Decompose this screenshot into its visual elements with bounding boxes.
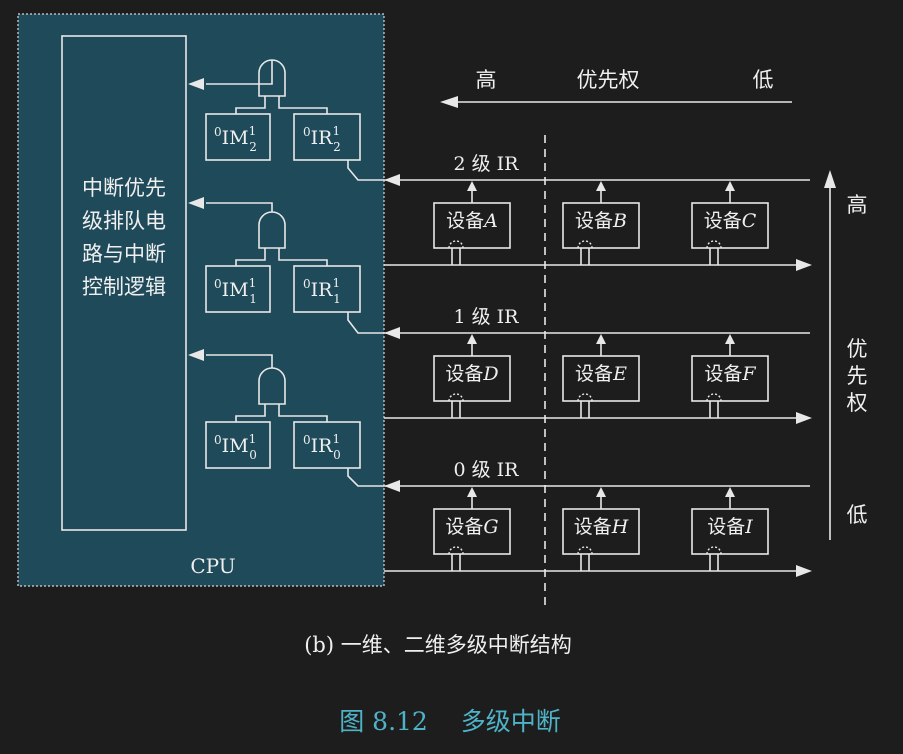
device-request-arrow xyxy=(467,334,477,344)
and-gate-2 xyxy=(258,367,286,405)
ir-bus-arrow-2 xyxy=(384,480,400,492)
gate-output-line-2 xyxy=(206,354,273,368)
and-gate-0 xyxy=(258,59,286,97)
chain-arrow-1 xyxy=(796,412,812,424)
device-label: 设备H xyxy=(574,516,629,538)
gate-output-line-1 xyxy=(206,202,273,212)
ir-bus-arrow-0 xyxy=(384,174,400,186)
im-register-2 xyxy=(205,421,271,469)
figure-caption: 图 8.12 多级中断 xyxy=(339,707,561,736)
priority-side-low: 低 xyxy=(847,503,868,527)
ir-register-0 xyxy=(293,113,361,161)
im-register-0 xyxy=(205,113,271,161)
cpu-region xyxy=(17,13,385,587)
device-label: 设备C xyxy=(704,210,757,232)
gate-input-im-line-1 xyxy=(235,248,266,266)
device-label: 设备E xyxy=(575,363,627,385)
ir-register-bus-link-1 xyxy=(347,312,392,334)
device-request-arrow xyxy=(467,181,477,191)
priority-side-arrowhead xyxy=(824,170,836,188)
subcaption: (b) 一维、二维多级中断结构 xyxy=(304,633,572,657)
logic-line-3: 路与中断 xyxy=(82,242,166,266)
daisy-chain-gate-icon xyxy=(577,240,593,249)
device-request-arrow xyxy=(596,334,606,344)
priority-top-label: 优先权 xyxy=(577,68,640,92)
ir-register-2 xyxy=(293,421,361,469)
device-request-arrow xyxy=(725,487,735,497)
gate-input-im-line-2 xyxy=(235,404,266,422)
daisy-chain-gate-icon xyxy=(448,546,464,555)
priority-side-high: 高 xyxy=(847,193,868,217)
daisy-chain-gate-icon xyxy=(577,393,593,402)
daisy-chain-gate-icon xyxy=(706,240,722,249)
gate-input-ir-line-2 xyxy=(278,404,328,422)
cpu-label: CPU xyxy=(190,554,235,578)
priority-top-low: 低 xyxy=(753,68,774,92)
priority-side-char-1: 优 xyxy=(847,337,868,361)
device-label: 设备B xyxy=(575,210,627,232)
priority-side-char-3: 权 xyxy=(847,391,868,415)
device-request-arrow xyxy=(725,334,735,344)
ir-bus-arrow-1 xyxy=(384,327,400,339)
daisy-chain-gate-icon xyxy=(706,546,722,555)
chain-arrow-0 xyxy=(796,259,812,271)
ir-level-label-0: 2 级 IR xyxy=(454,153,520,175)
ir-register-bus-link-2 xyxy=(347,468,392,487)
device-label: 设备F xyxy=(704,363,756,385)
device-request-arrow xyxy=(596,487,606,497)
priority-side-char-2: 先 xyxy=(847,364,868,388)
device-request-arrow xyxy=(467,487,477,497)
logic-line-1: 中断优先 xyxy=(82,176,166,200)
ir-register-bus-link-0 xyxy=(347,160,392,181)
priority-top-arrowhead xyxy=(440,96,458,108)
im-register-1 xyxy=(205,265,271,313)
device-label: 设备I xyxy=(707,516,753,538)
gate-input-ir-line-0 xyxy=(278,96,328,114)
priority-top-high: 高 xyxy=(476,68,497,92)
ir-level-label-2: 0 级 IR xyxy=(454,459,520,481)
logic-line-4: 控制逻辑 xyxy=(82,275,166,299)
device-request-arrow xyxy=(596,181,606,191)
gate-output-line-0 xyxy=(206,60,273,85)
logic-line-2: 级排队电 xyxy=(82,209,166,233)
gate-output-arrow-0 xyxy=(188,78,204,90)
gate-output-arrow-2 xyxy=(188,349,204,361)
device-request-arrow xyxy=(725,181,735,191)
daisy-chain-gate-icon xyxy=(577,546,593,555)
gate-input-im-line-0 xyxy=(235,96,266,114)
device-rows: 2 级 IR 设备A 设备B 设备C 1 级 IR 设备D 设备E 设备F 0 级 IR 设备G 设… xyxy=(384,153,812,577)
daisy-chain-gate-icon xyxy=(448,240,464,249)
chain-arrow-2 xyxy=(796,565,812,577)
device-label: 设备G xyxy=(445,516,498,538)
ir-register-1 xyxy=(293,265,361,313)
daisy-chain-gate-icon xyxy=(448,393,464,402)
device-label: 设备D xyxy=(445,363,498,385)
priority-logic-box xyxy=(61,35,187,531)
gate-output-arrow-1 xyxy=(188,197,204,209)
and-gate-1 xyxy=(258,211,286,249)
daisy-chain-gate-icon xyxy=(706,393,722,402)
ir-level-label-1: 1 级 IR xyxy=(454,306,520,328)
device-label: 设备A xyxy=(446,210,498,232)
gate-input-ir-line-1 xyxy=(278,248,328,266)
